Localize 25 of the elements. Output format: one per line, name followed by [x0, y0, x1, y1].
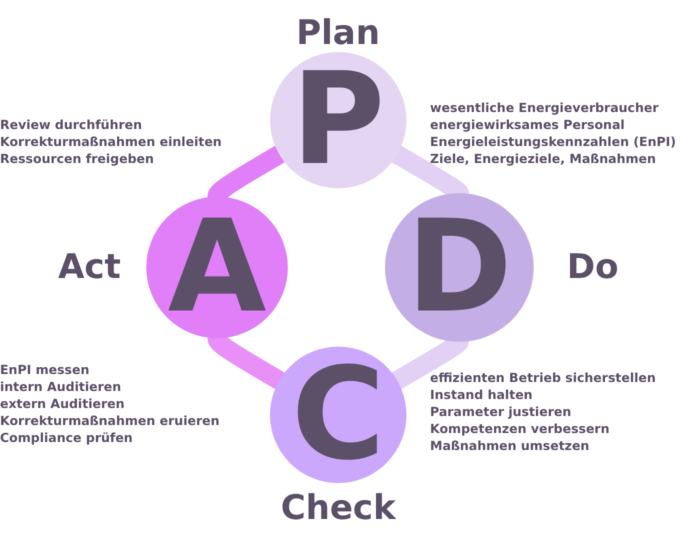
note-text: effizienten Betrieb sicherstellen — [430, 370, 656, 385]
note-text: Parameter justieren — [430, 404, 572, 419]
phase-circle: C — [270, 346, 406, 484]
phase-heading: Check — [280, 490, 396, 526]
phase-circle: P — [270, 52, 406, 188]
note-text: Korrekturmaßnahmen eruieren — [0, 413, 220, 428]
phase-heading: Act — [58, 249, 121, 286]
phase-heading: Do — [566, 249, 618, 286]
note-text: EnPI messen — [0, 362, 90, 377]
note-text: intern Auditieren — [0, 379, 122, 394]
note-text: Maßnahmen umsetzen — [430, 438, 590, 453]
note-text: Kompetenzen verbessern — [430, 421, 610, 436]
note-text: Ziele, Energieziele, Maßnahmen — [430, 151, 656, 166]
note-text: wesentliche Energieverbraucher — [430, 100, 659, 115]
phase-heading: Plan — [296, 14, 380, 51]
note-text: Compliance prüfen — [0, 430, 133, 445]
note-text: Korrekturmaßnahmen einleiten — [0, 134, 222, 149]
note-text: Energieleistungskennzahlen (EnPI) — [430, 134, 676, 149]
note-text: Review durchführen — [0, 117, 142, 132]
phase-circle: A — [146, 196, 288, 338]
note-text: Instand halten — [430, 387, 533, 402]
phase-circle: D — [385, 193, 534, 342]
note-text: energiewirksames Personal — [430, 117, 625, 132]
note-text: Ressourcen freigeben — [0, 151, 154, 166]
note-text: extern Auditieren — [0, 396, 124, 411]
